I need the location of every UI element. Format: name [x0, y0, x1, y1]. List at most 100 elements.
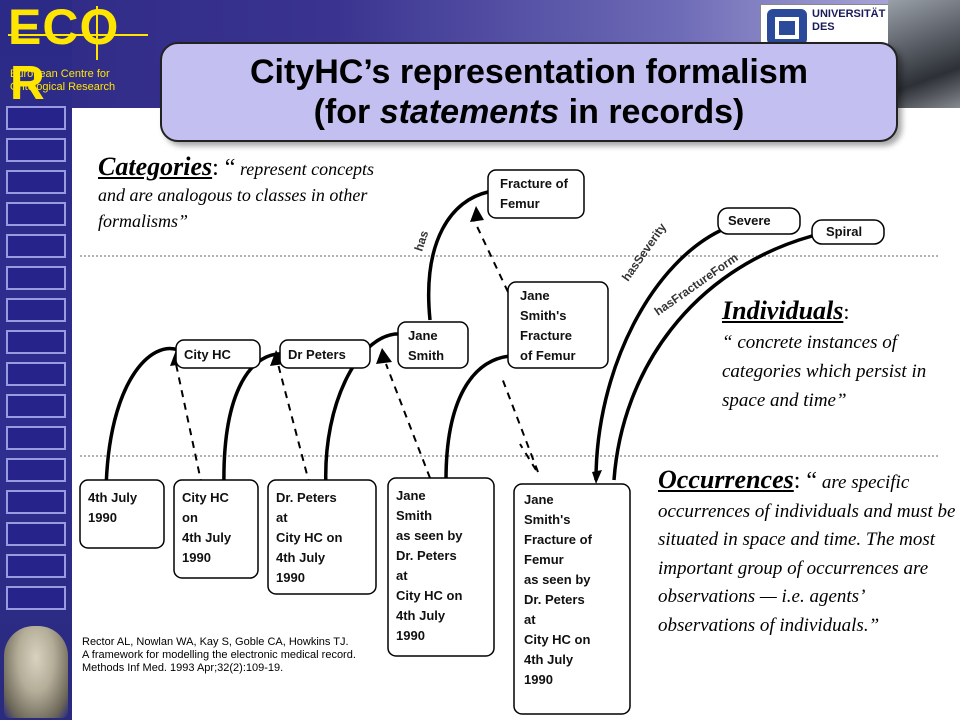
node-line: as seen by: [396, 528, 463, 543]
instance-edge-4: [501, 377, 539, 473]
node-line: Severe: [728, 213, 771, 228]
nav-box[interactable]: [6, 426, 66, 450]
node-line: Jane: [396, 488, 426, 503]
citation-title: A framework for modelling the electronic…: [82, 649, 356, 661]
citation: Rector AL, Nowlan WA, Kay S, Goble CA, H…: [82, 636, 382, 675]
nav-box[interactable]: [6, 490, 66, 514]
nav-box[interactable]: [6, 362, 66, 386]
node-spiral[interactable]: Spiral: [811, 219, 885, 245]
slide-title-line-1: CityHC’s representation formalism: [250, 53, 808, 91]
node-line: 1990: [276, 570, 305, 585]
node-line: on: [182, 510, 198, 525]
node-line: Smith: [396, 508, 432, 523]
node-line: 1990: [182, 550, 211, 565]
individuals-text: “ concrete instances of categories which…: [722, 332, 927, 411]
nav-box[interactable]: [6, 554, 66, 578]
instance-edge-5: [519, 443, 537, 471]
node-occ-city-hc[interactable]: City HC on 4th July 1990: [173, 479, 259, 579]
node-line: City HC: [184, 347, 232, 362]
node-line: City HC on: [276, 530, 343, 545]
node-line: Smith's: [524, 512, 570, 527]
title-emphasis: statements: [379, 93, 560, 131]
node-line: 4th July: [276, 550, 326, 565]
individuals-heading: Individuals: [722, 296, 844, 325]
node-city-hc[interactable]: City HC: [175, 339, 261, 369]
categories-text: represent concepts and are analogous to …: [98, 159, 375, 231]
node-line: Dr. Peters: [276, 490, 337, 505]
ecor-logo: ECO: [8, 0, 120, 55]
node-line: 4th July: [88, 490, 138, 505]
occurrences-heading: Occurrences: [658, 465, 794, 494]
node-line: Smith's: [520, 308, 566, 323]
node-line: Spiral: [826, 224, 862, 239]
occurrences-definition: Occurrences: “ are specific occurrences …: [658, 465, 956, 640]
citation-authors: Rector AL, Nowlan WA, Kay S, Goble CA, H…: [82, 636, 349, 648]
nav-box[interactable]: [6, 298, 66, 322]
nav-box[interactable]: [6, 330, 66, 354]
node-line: 1990: [396, 628, 425, 643]
node-jane-smiths-fracture[interactable]: Jane Smith's Fracture of Femur: [507, 281, 609, 369]
nav-box[interactable]: [6, 522, 66, 546]
university-seal-icon: [767, 9, 807, 45]
ecor-subtitle: European Centre for Ontological Research: [10, 68, 116, 93]
node-occ-jane-smith[interactable]: Jane Smith as seen by Dr. Peters at City…: [387, 477, 495, 657]
node-line: Dr Peters: [288, 347, 346, 362]
slide-title-line-2: (for statements in records): [313, 93, 745, 131]
citation-source: Methods Inf Med. 1993 Apr;32(2):109-19.: [82, 662, 284, 674]
individuals-separator: :: [843, 299, 850, 324]
arrowhead-icon: [470, 206, 484, 222]
edge-occ3-janesmith: [324, 332, 403, 489]
nav-box[interactable]: [6, 170, 66, 194]
instance-edge-2: [277, 363, 311, 487]
nav-box[interactable]: [6, 234, 66, 258]
node-line: City HC: [182, 490, 230, 505]
node-line: Fracture: [520, 328, 572, 343]
title-box: CityHC’s representation formalism (for s…: [160, 42, 898, 142]
node-line: Fracture of: [500, 176, 569, 191]
nav-box[interactable]: [6, 106, 66, 130]
nav-box[interactable]: [6, 266, 66, 290]
node-line: 4th July: [182, 530, 232, 545]
categories-heading: Categories: [98, 152, 213, 181]
node-line: City HC on: [524, 632, 591, 647]
node-occ-fracture[interactable]: Jane Smith's Fracture of Femur as seen b…: [513, 483, 631, 715]
node-occ-4th-july[interactable]: 4th July 1990: [79, 479, 165, 549]
nav-box[interactable]: [6, 202, 66, 226]
representation-diagram: has hasSeverity hasFractureForm Fracture…: [79, 169, 938, 715]
node-severe[interactable]: Severe: [717, 207, 801, 235]
node-line: 1990: [88, 510, 117, 525]
edge-occ4-fracture: [444, 354, 511, 481]
logo-rule: [8, 34, 148, 36]
node-line: Jane: [408, 328, 438, 343]
edge-occ1-cityhc: [104, 346, 179, 493]
node-dr-peters[interactable]: Dr Peters: [279, 339, 371, 369]
arrowhead-icon: [592, 470, 602, 484]
nav-box[interactable]: [6, 458, 66, 482]
node-line: at: [396, 568, 408, 583]
edge-has-fracture-form: [612, 234, 813, 481]
occurrences-text: are specific occurrences of individuals …: [658, 472, 956, 636]
node-line: at: [276, 510, 288, 525]
instance-edge-6: [473, 219, 509, 293]
nav-box[interactable]: [6, 586, 66, 610]
node-line: of Femur: [520, 348, 576, 363]
nav-box[interactable]: [6, 394, 66, 418]
occurrences-separator: : “: [793, 468, 818, 494]
instance-edge-1: [175, 363, 203, 487]
node-line: City HC on: [396, 588, 463, 603]
edge-label-has-severity: hasSeverity: [619, 220, 669, 283]
nav-box[interactable]: [6, 138, 66, 162]
aristotle-bust-image: [4, 626, 68, 718]
categories-separator: : “: [212, 155, 236, 181]
node-line: Dr. Peters: [396, 548, 457, 563]
node-line: 4th July: [524, 652, 574, 667]
node-line: Jane: [524, 492, 554, 507]
node-fracture-of-femur[interactable]: Fracture of Femur: [487, 169, 585, 219]
sidebar: [0, 0, 72, 720]
node-line: Jane: [520, 288, 550, 303]
node-line: Fracture of: [524, 532, 593, 547]
logo-rule-vertical: [96, 6, 98, 60]
node-occ-dr-peters[interactable]: Dr. Peters at City HC on 4th July 1990: [267, 479, 377, 595]
instance-edge-3: [385, 363, 431, 479]
node-jane-smith[interactable]: Jane Smith: [397, 321, 469, 369]
